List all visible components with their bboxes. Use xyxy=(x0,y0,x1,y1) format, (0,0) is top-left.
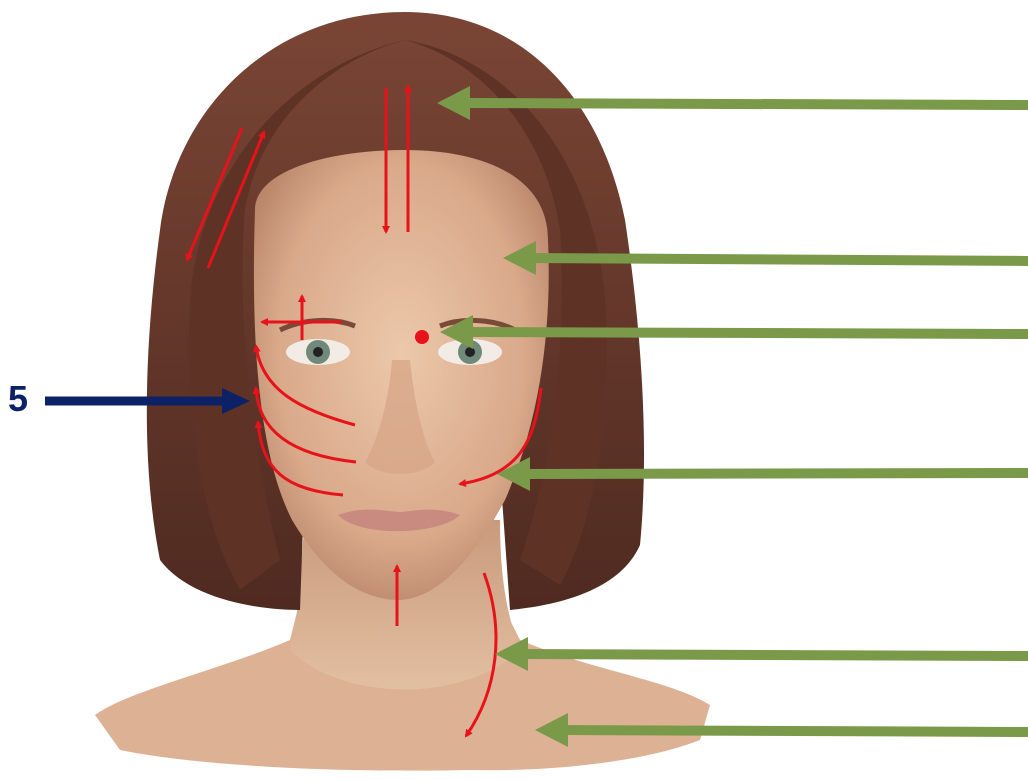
eye-left xyxy=(286,339,350,365)
pressure-point-dot xyxy=(415,330,429,344)
step-number-label: 5 xyxy=(8,381,28,417)
